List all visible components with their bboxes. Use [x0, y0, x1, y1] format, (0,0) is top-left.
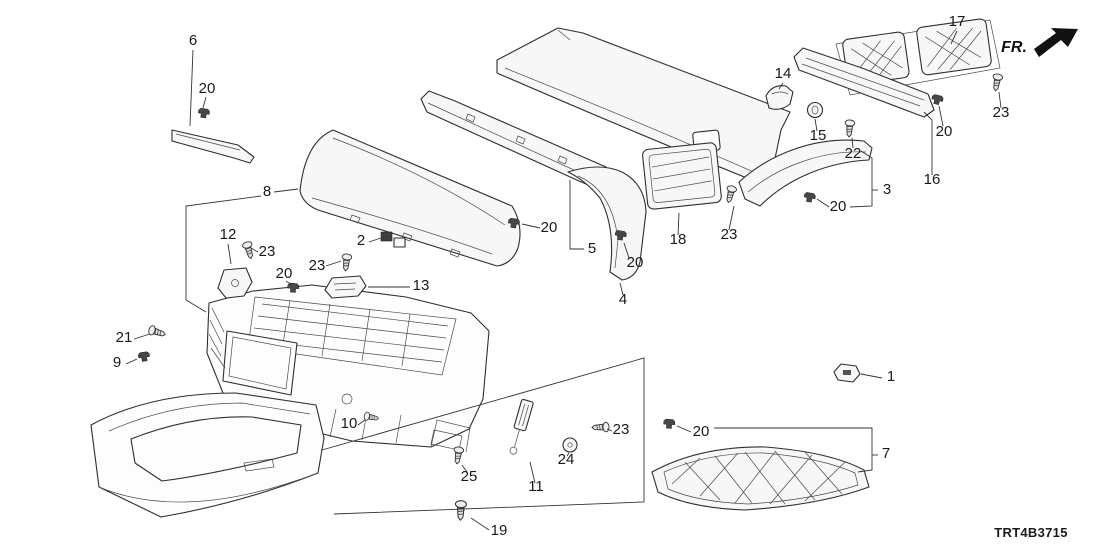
callout-20-c: 20 [830, 198, 847, 215]
callout-20-g: 20 [693, 423, 710, 440]
callout-5: 5 [588, 240, 596, 257]
callout-23-c: 23 [259, 243, 276, 260]
callout-2: 2 [357, 232, 365, 249]
screw-19 [454, 499, 468, 521]
callout-20-f: 20 [627, 254, 644, 271]
washer-24 [562, 437, 578, 453]
callout-18: 18 [670, 231, 687, 248]
callout-8: 8 [263, 183, 271, 200]
fr-arrow-icon [1034, 28, 1078, 57]
callout-11: 11 [528, 478, 544, 495]
clip-20-panel3 [803, 191, 817, 204]
callout-20-b: 20 [936, 123, 953, 140]
callout-12: 12 [220, 226, 237, 243]
passenger-garnish-3 [738, 139, 873, 207]
callout-24: 24 [558, 451, 575, 468]
callout-7: 7 [882, 445, 890, 462]
vent-bracket-16 [793, 47, 935, 118]
grommet-15 [806, 101, 824, 119]
screw-23-top-right [990, 72, 1004, 93]
callout-10: 10 [341, 415, 358, 432]
vent-clip-14 [765, 85, 794, 110]
callout-23-d: 23 [309, 257, 326, 274]
screw-21 [147, 324, 168, 340]
screw-22 [843, 119, 856, 138]
callout-19: 19 [491, 522, 508, 539]
callout-1: 1 [887, 368, 895, 385]
fr-label: FR. [1001, 39, 1027, 56]
callout-22: 22 [845, 145, 862, 162]
callout-15: 15 [810, 127, 827, 144]
callout-labels: 6 20 17 14 23 15 22 20 16 3 20 8 2 20 5 … [113, 13, 1010, 539]
callout-20-a: 20 [199, 80, 216, 97]
callout-17: 17 [949, 13, 966, 30]
callout-3: 3 [883, 181, 891, 198]
clip-9 [137, 351, 151, 363]
callout-13: 13 [413, 277, 430, 294]
callout-20-d: 20 [541, 219, 558, 236]
bracket-13 [324, 275, 367, 299]
screw-23-bracket12 [241, 240, 257, 261]
glove-box-lid [90, 392, 325, 518]
screw-25 [451, 445, 465, 465]
diagram-code: TRT4B3715 [994, 525, 1068, 540]
fr-direction-indicator: FR. [1001, 28, 1078, 57]
screw-23-bracket13 [340, 253, 353, 272]
callout-25: 25 [461, 468, 478, 485]
callout-4: 4 [619, 291, 627, 308]
clip-20-cover [663, 418, 676, 429]
callout-21: 21 [116, 329, 133, 346]
clip-20-vent [930, 93, 944, 106]
callout-6: 6 [189, 32, 197, 49]
callout-23-b: 23 [721, 226, 738, 243]
callout-23-a: 23 [993, 104, 1010, 121]
bracket-12 [217, 267, 253, 299]
callout-20-e: 20 [276, 265, 293, 282]
screw-23-vent [723, 184, 738, 205]
callout-16: 16 [924, 171, 941, 188]
instrument-panel-garnish-8 [299, 129, 521, 267]
callout-9: 9 [113, 354, 121, 371]
callout-23-e: 23 [613, 421, 630, 438]
lower-cover-7 [651, 446, 870, 511]
clip-1 [833, 363, 861, 383]
screw-23-washer [591, 421, 610, 433]
leader-lines [125, 30, 1002, 531]
connector-2 [380, 231, 406, 248]
damper-11 [509, 398, 534, 455]
air-vent-18 [642, 129, 722, 210]
callout-14: 14 [775, 65, 792, 82]
side-garnish-strip-6 [171, 129, 255, 164]
clip-20-strip [197, 107, 211, 119]
